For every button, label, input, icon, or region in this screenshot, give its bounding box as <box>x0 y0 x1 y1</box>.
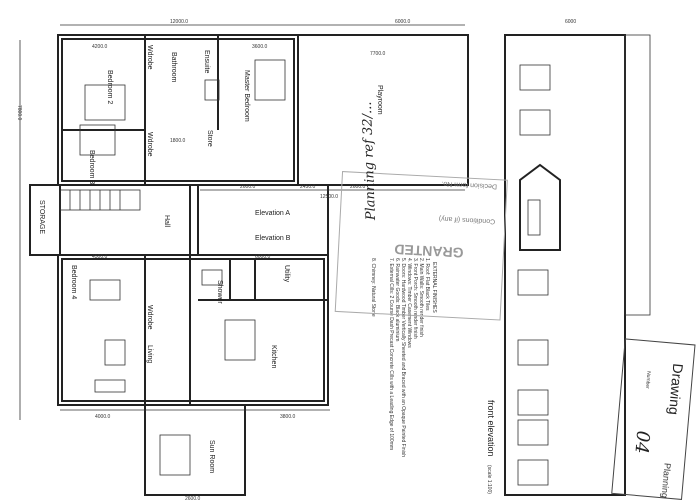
room-wdrobe-2: Wdrobe <box>146 132 153 157</box>
elevation-scale: (scale 1:100) <box>486 465 492 494</box>
furniture <box>79 59 286 476</box>
title-block: Drawing Number 04 Planning <box>611 338 696 500</box>
room-bedroom-2: Bedroom 2 <box>106 70 113 104</box>
number-label: Number <box>644 371 652 390</box>
drawing-number: 04 <box>630 430 653 455</box>
dimensions: 12000.0 6000.0 4200.0 3600.0 7700.0 7800… <box>16 19 411 502</box>
staircase <box>59 189 141 211</box>
finish-item: 1. Roof: Flat Black Tiles <box>424 258 430 311</box>
finish-item: 3. Front Porch: Smooth render finish <box>412 258 418 339</box>
dim-kitchen-b: 3800.0 <box>280 414 296 420</box>
room-shower: Shower <box>216 280 223 304</box>
planning-stamp: GRANTED Decision form No. Conditions (if… <box>334 171 508 321</box>
dim-mid: 12500.0 <box>320 194 338 200</box>
finish-item: 7. External Cills: 2 Course Dash Precast… <box>388 258 394 450</box>
stamp-conditions: Conditions (if any) <box>439 215 496 225</box>
dim-top-total: 12000.0 <box>170 19 188 25</box>
external-finishes: EXTERNAL FINISHES 1. Roof: Flat Black Ti… <box>370 258 437 457</box>
dim-left: 7800.0 <box>16 105 22 121</box>
finish-item: 6. Rainwater Goods: Black aluminium <box>394 258 400 341</box>
dim-bed4: 4500.0 <box>92 254 108 260</box>
front-elevation: 6000 front elevation (scale 1:100) <box>486 19 651 496</box>
dim-hall: 1800.0 <box>170 138 186 144</box>
planning-label: Planning <box>660 463 673 499</box>
windows <box>517 64 551 486</box>
dim-living: 4000.0 <box>95 414 111 420</box>
finish-item: 4. Windows: Timber Casement Windows <box>406 258 412 348</box>
elevation-width-dim: 6000 <box>565 19 576 25</box>
room-bedroom-4: Bedroom 4 <box>70 265 77 299</box>
handwritten-ref: Planning ref 32/... <box>360 101 379 221</box>
room-labels: Bedroom 2 Bathroom Ensuite Master Bedroo… <box>38 45 383 473</box>
elevation-title: front elevation <box>486 400 496 457</box>
finish-item: 8. Chimney: Natural Stone <box>370 258 376 317</box>
room-wdrobe-1: Wdrobe <box>146 45 153 70</box>
dim-top-right: 6000.0 <box>395 19 411 25</box>
dim-seg2: 2450.0 <box>300 184 316 190</box>
room-kitchen: Kitchen <box>270 345 277 368</box>
dim-bed2: 4200.0 <box>92 44 108 50</box>
dim-seg1: 2600.0 <box>240 184 256 190</box>
room-master-bedroom: Master Bedroom <box>243 70 250 122</box>
stamp-decision: Decision form No. <box>441 180 497 190</box>
dim-seg3: 2600.0 <box>350 184 366 190</box>
dim-playroom: 7700.0 <box>370 51 386 57</box>
room-sun-room: Sun Room <box>208 440 215 473</box>
drawing-label: Drawing <box>666 363 686 416</box>
room-living: Living <box>146 345 153 363</box>
elevation-b-label: Elevation B <box>255 235 291 242</box>
room-storage: STORAGE <box>38 200 45 234</box>
room-hall: Hall <box>163 215 170 228</box>
finishes-title: EXTERNAL FINISHES <box>431 262 437 313</box>
room-wdrobe-3: Wdrobe <box>146 305 153 330</box>
dim-sun: 2600.0 <box>185 496 201 502</box>
finish-item: 2. Main Walls: Smooth render finish <box>418 258 424 337</box>
stamp-word: GRANTED <box>394 241 464 261</box>
dim-kitchen: 6000.0 <box>255 254 271 260</box>
room-utility: Utility <box>283 265 290 283</box>
walls <box>19 24 469 496</box>
finish-item: 5. Doors: Hardwood Timber Vertically She… <box>400 258 406 457</box>
elevation-a-label: Elevation A <box>255 210 290 217</box>
room-bathroom: Bathroom <box>170 52 177 83</box>
room-store: Store <box>206 130 213 147</box>
dim-master: 3600.0 <box>252 44 268 50</box>
room-playroom: Playroom <box>376 85 383 115</box>
room-ensuite: Ensuite <box>203 50 210 73</box>
room-bedroom-3: Bedroom 3 <box>88 150 95 184</box>
